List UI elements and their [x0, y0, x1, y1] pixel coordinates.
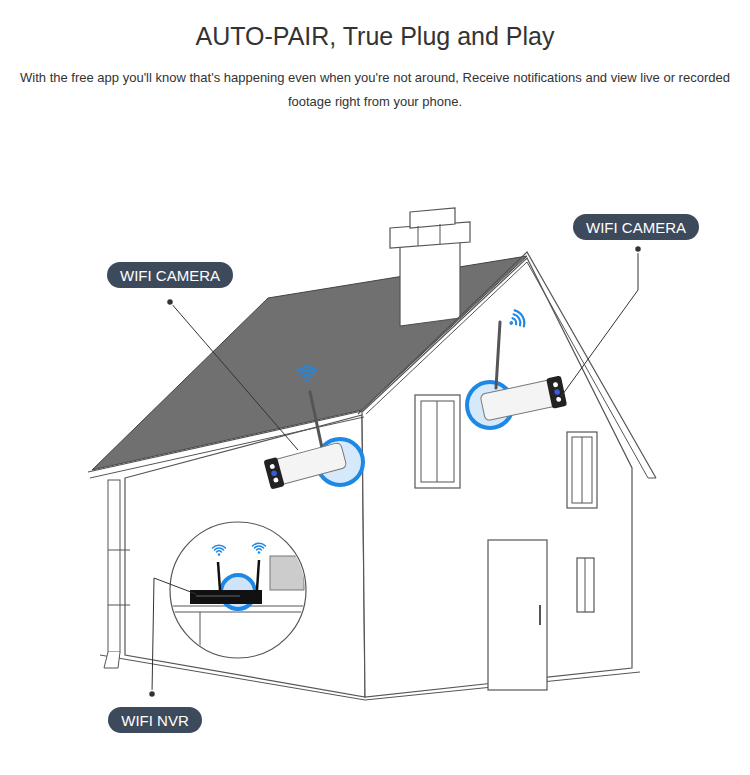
page-title: AUTO-PAIR, True Plug and Play [0, 22, 750, 51]
callout-pill: WIFI CAMERA [107, 262, 233, 288]
callout-label: WIFI NVR [108, 712, 202, 729]
callout-label: WIFI CAMERA [107, 267, 233, 284]
callout-pill: WIFI NVR [108, 707, 202, 733]
subtitle-text: With the free app you'll know that's hap… [15, 66, 735, 114]
callout-label: WIFI CAMERA [573, 219, 699, 236]
callout-pill: WIFI CAMERA [573, 214, 699, 240]
